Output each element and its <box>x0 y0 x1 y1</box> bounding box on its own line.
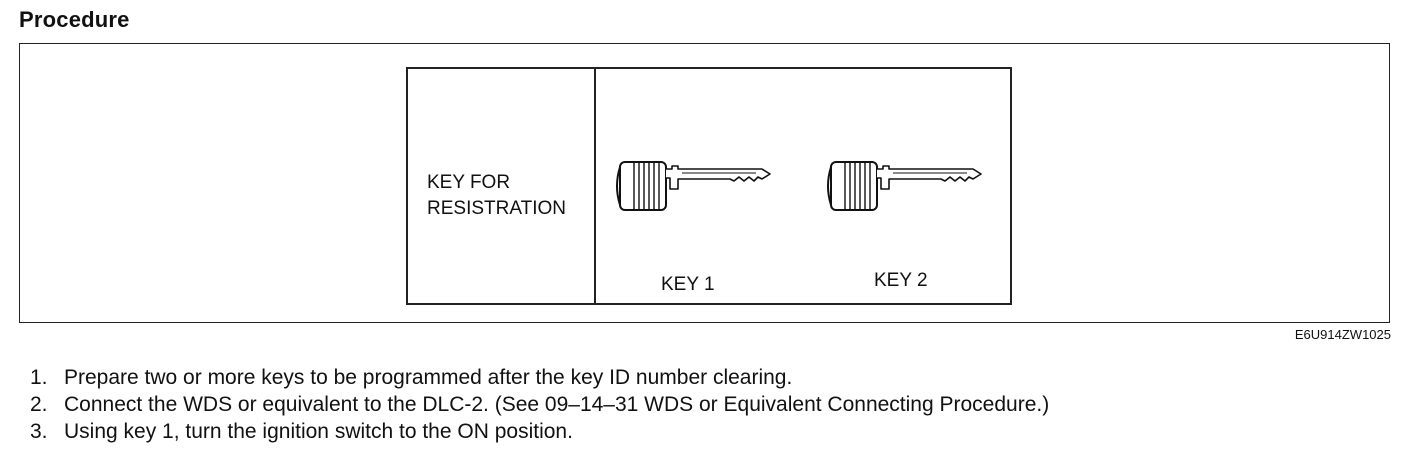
section-heading: Procedure <box>19 7 130 32</box>
step-text: Prepare two or more keys to be programme… <box>64 366 793 389</box>
figure-frame: KEY FOR RESISTRATION KEY 1 <box>19 43 1390 323</box>
key-1-icon <box>612 158 772 214</box>
step-number: 3. <box>30 420 48 443</box>
key-1-caption: KEY 1 <box>661 274 715 295</box>
step-item: 2. Connect the WDS or equivalent to the D… <box>30 391 1049 418</box>
step-text: Using key 1, turn the ignition switch to… <box>64 420 573 443</box>
row-label-line2: RESISTRATION <box>427 198 566 219</box>
step-item: 3. Using key 1, turn the ignition switch … <box>30 418 1049 445</box>
table-divider <box>594 69 596 303</box>
step-number: 2. <box>30 393 48 416</box>
procedure-steps: 1. Prepare two or more keys to be program… <box>30 364 1049 445</box>
row-label-line1: KEY FOR <box>427 172 511 193</box>
key-2-caption: KEY 2 <box>874 270 928 291</box>
key-registration-table: KEY FOR RESISTRATION KEY 1 <box>406 67 1012 305</box>
step-text: Connect the WDS or equivalent to the DLC… <box>64 393 1050 416</box>
key-2-icon <box>823 158 983 214</box>
row-label: KEY FOR RESISTRATION <box>427 170 566 222</box>
step-item: 1. Prepare two or more keys to be program… <box>30 364 1049 391</box>
step-number: 1. <box>30 366 48 389</box>
figure-code: E6U914ZW1025 <box>1294 327 1391 342</box>
